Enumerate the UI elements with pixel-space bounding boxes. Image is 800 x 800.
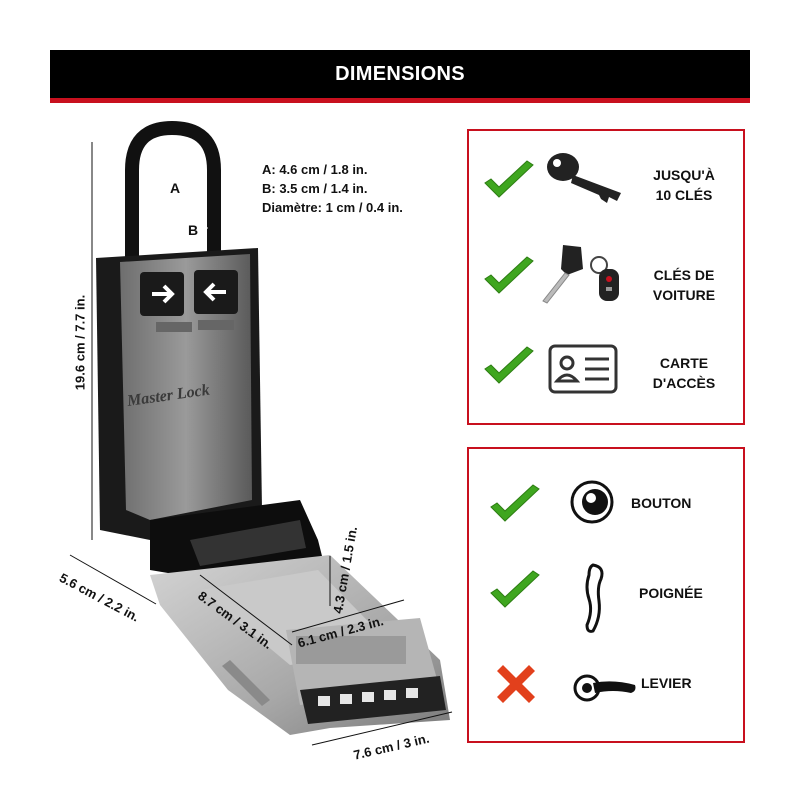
header-accent-line [50,98,750,103]
dim-b: B: 3.5 cm / 1.4 in. [262,181,368,196]
dim-a: A: 4.6 cm / 1.8 in. [262,162,368,177]
compat-lever-label: LEVIER [641,675,692,691]
shackle [125,120,221,262]
page-title: DIMENSIONS [335,63,465,85]
compat-knob-label: BOUTON [631,495,692,511]
door-handle-icon [585,563,604,633]
dim-height: 19.6 cm / 7.7 in. [72,294,88,391]
capacity-access-card-label: CARTE D'ACCÈS [652,355,716,391]
lever-handle-icon [573,674,636,702]
access-card-icon [548,344,618,394]
cross-icon [497,665,535,703]
check-icon [484,160,534,198]
capacity-panel: JUSQU'À 10 CLÉS CLÉS DE VOITURE CARTE D'… [467,129,745,425]
check-icon [484,256,534,294]
shackle-label-a: A [170,180,181,196]
compat-handle-label: POIGNÉE [639,585,703,601]
key-icon [547,153,621,203]
header-bar [50,50,750,100]
door-knob-icon [570,480,614,524]
capacity-keys-label: JUSQU'À 10 CLÉS [653,167,715,203]
shackle-label-b: B [188,222,199,238]
car-key-icon [542,245,619,304]
shackle-dimensions: A: 4.6 cm / 1.8 in. B: 3.5 cm / 1.4 in. … [262,160,403,217]
check-icon [490,484,540,522]
dimension-lines [69,142,453,746]
capacity-car-keys-label: CLÉS DE VOITURE [652,267,716,303]
dim-diameter: Diamètre: 1 cm / 0.4 in. [262,200,403,215]
check-icon [490,570,540,608]
compatibility-panel: BOUTON POIGNÉE LEVIER [467,447,745,743]
check-icon [484,346,534,384]
